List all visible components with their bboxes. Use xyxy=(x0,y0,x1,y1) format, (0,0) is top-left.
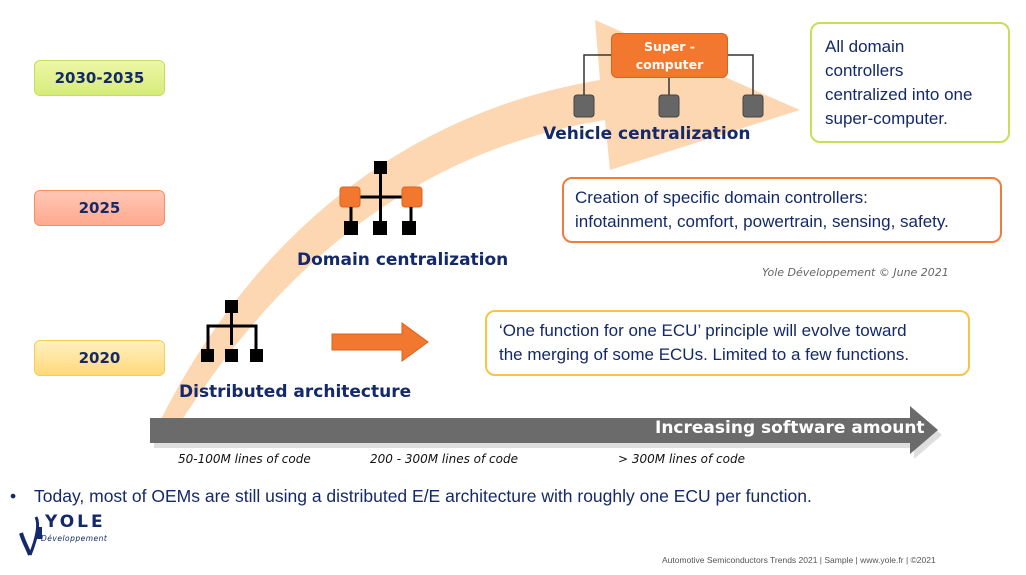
evolution-small-arrow xyxy=(331,322,429,362)
callout-line: the merging of some ECUs. Limited to a f… xyxy=(499,345,910,364)
stage-label-vehicle-centralization: Vehicle centralization xyxy=(543,124,751,144)
logo-subtitle: Développement xyxy=(41,534,108,543)
callout-vehicle-centralization: All domain controllers centralized into … xyxy=(810,22,1010,143)
software-axis-arrow xyxy=(150,406,938,454)
callout-domain-centralization: Creation of specific domain controllers:… xyxy=(562,177,1002,243)
callout-distributed-architecture: ‘One function for one ECU’ principle wil… xyxy=(485,310,970,376)
vehicle-centralization-icon xyxy=(573,54,764,118)
callout-line: centralized into one xyxy=(825,85,973,104)
supercomputer-node: Super - computer xyxy=(611,33,728,78)
stage-label-domain-centralization: Domain centralization xyxy=(297,250,509,270)
logo-wordmark: YOLE xyxy=(45,512,106,532)
evolution-curved-arrow xyxy=(150,20,800,442)
bullet-text: Today, most of OEMs are still using a di… xyxy=(34,486,812,506)
stage-label-distributed-architecture: Distributed architecture xyxy=(179,382,412,402)
summary-bullet: • Today, most of OEMs are still using a d… xyxy=(10,486,812,507)
lines-of-code-2025: 200 - 300M lines of code xyxy=(370,452,518,466)
lines-of-code-2020: 50-100M lines of code xyxy=(178,452,311,466)
footer-text: Automotive Semiconductors Trends 2021 | … xyxy=(662,555,936,565)
callout-line: super-computer. xyxy=(825,109,948,128)
year-badge-2025: 2025 xyxy=(34,190,165,226)
domain-centralization-icon xyxy=(339,161,423,235)
bullet-icon: • xyxy=(10,486,17,506)
source-credit: Yole Développement © June 2021 xyxy=(762,266,949,279)
callout-line: controllers xyxy=(825,61,904,80)
callout-line: infotainment, comfort, powertrain, sensi… xyxy=(575,212,949,231)
distributed-architecture-icon xyxy=(201,300,263,362)
yole-logo-icon xyxy=(19,516,42,556)
software-axis-label: Increasing software amount xyxy=(655,418,925,438)
supercomputer-label-line1: Super - xyxy=(643,39,696,54)
supercomputer-label-line2: computer xyxy=(635,57,704,72)
callout-line: Creation of specific domain controllers: xyxy=(575,188,868,207)
year-badge-2020: 2020 xyxy=(34,340,165,376)
year-badge-2030-2035: 2030-2035 xyxy=(34,60,165,96)
callout-line: All domain xyxy=(825,37,905,56)
lines-of-code-2030: > 300M lines of code xyxy=(618,452,745,466)
callout-line: ‘One function for one ECU’ principle wil… xyxy=(499,321,907,340)
